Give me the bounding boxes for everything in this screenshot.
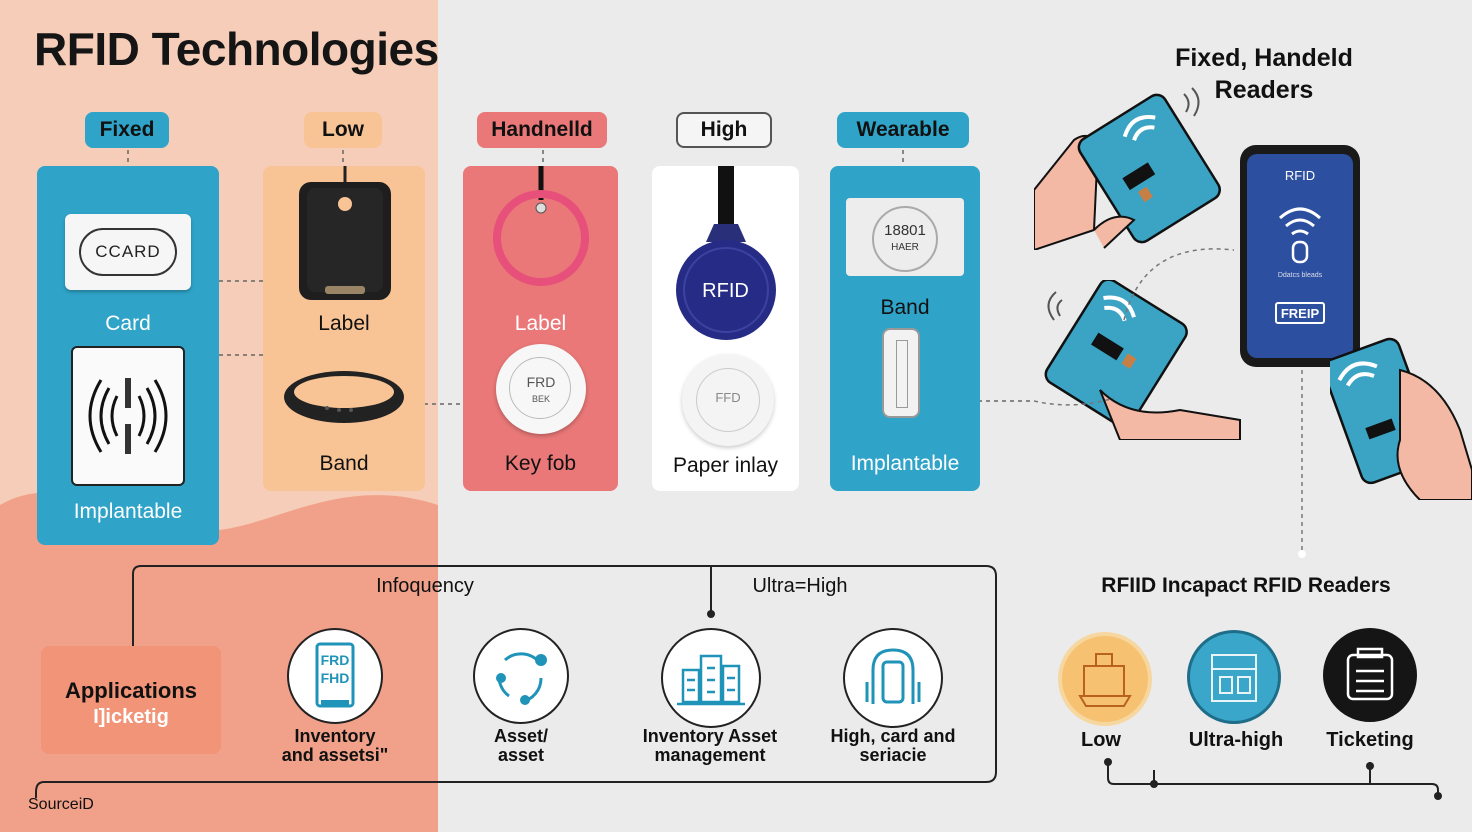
implantable-reader (71, 346, 185, 486)
implant-capsule (882, 328, 920, 418)
frequency-label-right: Ultra=High (752, 575, 848, 597)
wearable-tag-card: 18801 HAER (846, 198, 964, 276)
pill-fixed: Fixed (85, 112, 169, 148)
column-high: RFID FFD Paper inlay (652, 166, 799, 491)
app-icon-circle-4 (843, 628, 943, 728)
ring-tag-icon (493, 166, 589, 286)
hand-device-icon (865, 648, 921, 704)
label-tag-icon (299, 166, 391, 300)
readers-subtitle: RFIID Incapact RFID Readers (1101, 574, 1391, 597)
column-low: Label Band (263, 166, 425, 491)
key-fob-disc: FRD BEK (496, 344, 586, 434)
asset-cycle-icon (496, 652, 547, 705)
ticketing-reader-icon (1346, 647, 1394, 701)
label-paper-inlay: Paper inlay (672, 454, 779, 477)
pill-low: Low (304, 112, 382, 148)
ultra-high-reader-icon (1211, 654, 1257, 702)
reader-label-ultra-high: Ultra-high (1188, 729, 1284, 751)
fob-rfid-text: RFID (702, 280, 749, 302)
label-wearable-implantable: Implantable (850, 452, 960, 475)
label-card: Card (105, 312, 151, 335)
page-title: RFID Technologies (34, 23, 439, 75)
column-wearable: 18801 HAER Band Implantable (830, 166, 980, 491)
source-label: SourceiD (28, 796, 94, 813)
wristband-icon (284, 371, 404, 423)
label-low-label: Label (318, 312, 370, 335)
paper-inlay-disc: FFD (682, 354, 774, 446)
smartphone: RFID Ddatcs bleads FREIP (1240, 145, 1360, 367)
rfid-card-icon (315, 642, 355, 708)
pill-high: High (676, 112, 772, 148)
app-label-2: Asset/asset (493, 726, 549, 765)
handheld-reader-right (1330, 337, 1472, 500)
handheld-reader-top (1034, 87, 1221, 250)
pill-wearable: Wearable (837, 112, 969, 148)
column-handheld: Label FRD BEK Key fob (463, 166, 618, 491)
reader-type-ticketing (1323, 628, 1417, 722)
label-wearable-band: Band (880, 296, 930, 319)
phone-button[interactable]: FREIP (1275, 302, 1325, 324)
rfid-card: CCARD (65, 214, 191, 290)
app-icon-circle-3 (661, 628, 761, 728)
wireless-signal-icon (88, 378, 168, 454)
reader-type-low (1058, 632, 1152, 726)
reader-connectors (1034, 248, 1306, 558)
label-handheld-label: Label (514, 312, 567, 335)
card-oval: CCARD (79, 228, 177, 276)
low-reader-icon (1078, 653, 1132, 707)
phone-screen: RFID Ddatcs bleads FREIP (1247, 154, 1353, 358)
reader-label-low: Low (1081, 729, 1121, 751)
app-icon-circle-1: FRD FHD (287, 628, 383, 724)
rfid-fob-icon (676, 166, 776, 340)
frequency-label-left: Infoquency (376, 575, 474, 597)
label-key-fob: Key fob (504, 452, 577, 475)
warehouse-icon (677, 654, 745, 706)
pill-handheld: Handnelld (477, 112, 607, 148)
phone-wifi-icon (1278, 207, 1322, 264)
reader-timeline (1104, 758, 1442, 800)
label-implantable-fixed: Implantable (73, 500, 183, 523)
reader-label-ticketing: Ticketing (1326, 729, 1414, 751)
app-icon-circle-2 (473, 628, 569, 724)
column-fixed: CCARD Card Implantable (37, 166, 219, 545)
applications-box: Applications I]icketig (41, 646, 221, 754)
label-low-band: Band (319, 452, 369, 475)
reader-type-ultra-high (1187, 630, 1281, 724)
